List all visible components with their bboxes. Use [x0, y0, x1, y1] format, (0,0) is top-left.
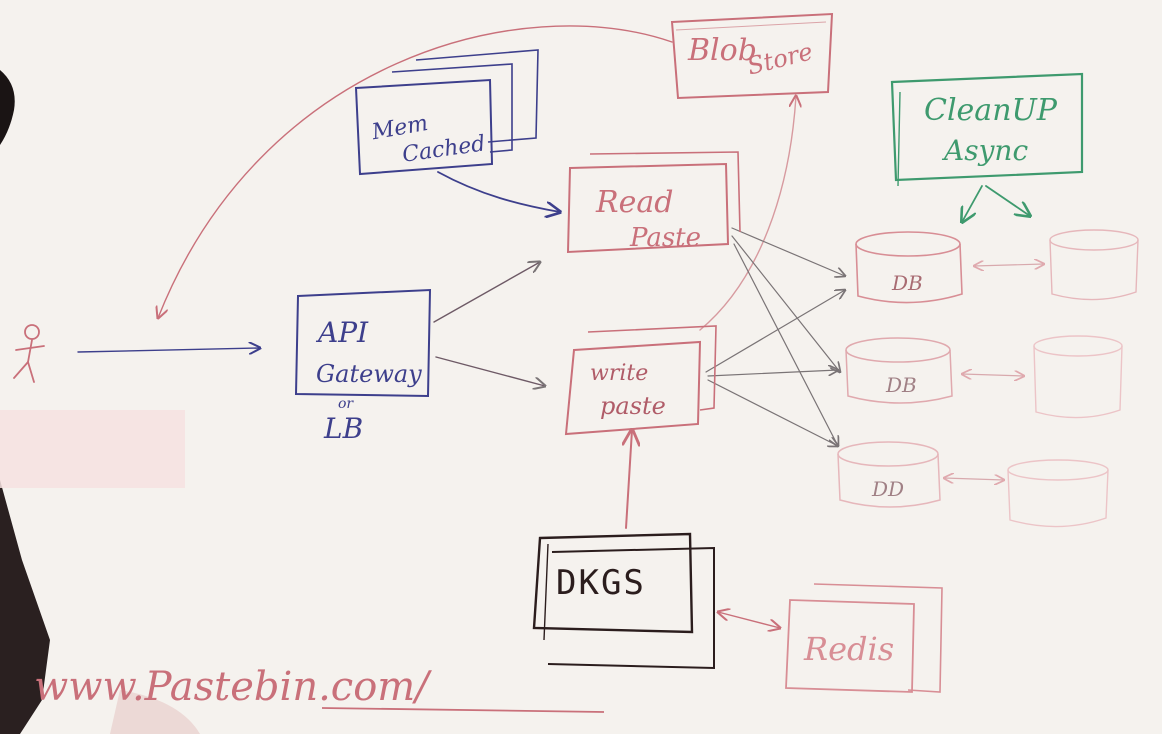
db-replica-1 — [1049, 229, 1139, 301]
redis-node: Redis — [785, 583, 943, 693]
arrow-dkgs-redis — [718, 612, 780, 628]
db-3-label: DD — [871, 477, 904, 501]
arrow-read-to-db2 — [731, 235, 840, 372]
read-paste-label-2: Paste — [629, 223, 701, 253]
arrow-read-to-db3 — [733, 243, 838, 446]
cleanup-label-1: CleanUP — [924, 93, 1058, 128]
api-gateway-node: API Gateway or LB — [294, 288, 432, 445]
db-replica-3 — [1007, 459, 1109, 528]
memcached-node: Mem Cached — [354, 49, 539, 176]
db-2-label: DB — [885, 373, 917, 397]
arrow-gateway-to-write — [435, 356, 545, 386]
connectors — [77, 25, 1044, 628]
presenter-shadow — [0, 70, 200, 734]
api-gateway-label-1: API — [315, 316, 369, 349]
read-paste-label-1: Read — [595, 185, 673, 220]
arrow-memcached-to-read — [437, 171, 560, 212]
api-gateway-label-2: Gateway — [316, 360, 422, 388]
blob-store-label-1: Blob — [687, 33, 757, 68]
arrow-dkgs-to-write — [626, 430, 632, 529]
blob-store-node: Blob Store — [670, 12, 834, 100]
db-primary-2: DB — [845, 337, 953, 404]
db-1-label: DB — [891, 271, 923, 295]
db-primary-1: DB — [855, 231, 963, 304]
arrow-write-to-db3 — [707, 379, 838, 446]
arrow-blobstore-to-user — [158, 25, 673, 318]
api-gateway-or: or — [338, 396, 354, 412]
cleanup-label-2: Async — [941, 134, 1028, 167]
write-paste-node: write paste — [564, 325, 717, 436]
db-replica-2 — [1033, 335, 1123, 419]
redis-label: Redis — [803, 630, 894, 668]
arrow-write-to-blobstore — [699, 96, 796, 331]
arrow-write-to-db2 — [707, 370, 838, 377]
arrow-cleanup-right — [985, 185, 1030, 216]
db-primary-3: DD — [837, 441, 941, 508]
write-paste-label-2: paste — [600, 392, 666, 420]
dkgs-label: DKGS — [556, 563, 646, 603]
arrow-user-to-gateway — [77, 348, 260, 352]
dkgs-node: DKGS — [532, 532, 715, 670]
arrow-db3-replica — [944, 478, 1004, 480]
arrow-gateway-to-read — [433, 262, 540, 323]
arrow-db2-replica — [962, 374, 1024, 376]
stick-figure-user-icon — [13, 324, 45, 383]
arrow-cleanup-left — [962, 185, 983, 222]
cleanup-async-node: CleanUP Async — [890, 72, 1084, 187]
api-gateway-lb: LB — [323, 412, 363, 445]
arrow-read-to-db1 — [731, 227, 845, 276]
arrow-write-to-db1 — [705, 290, 845, 373]
write-paste-label-1: write — [590, 361, 648, 386]
read-paste-node: Read Paste — [566, 151, 741, 254]
url-annotation: www.Pastebin.com/ — [34, 664, 605, 713]
url-text: www.Pastebin.com/ — [34, 664, 432, 710]
arrow-db1-replica — [974, 264, 1044, 266]
